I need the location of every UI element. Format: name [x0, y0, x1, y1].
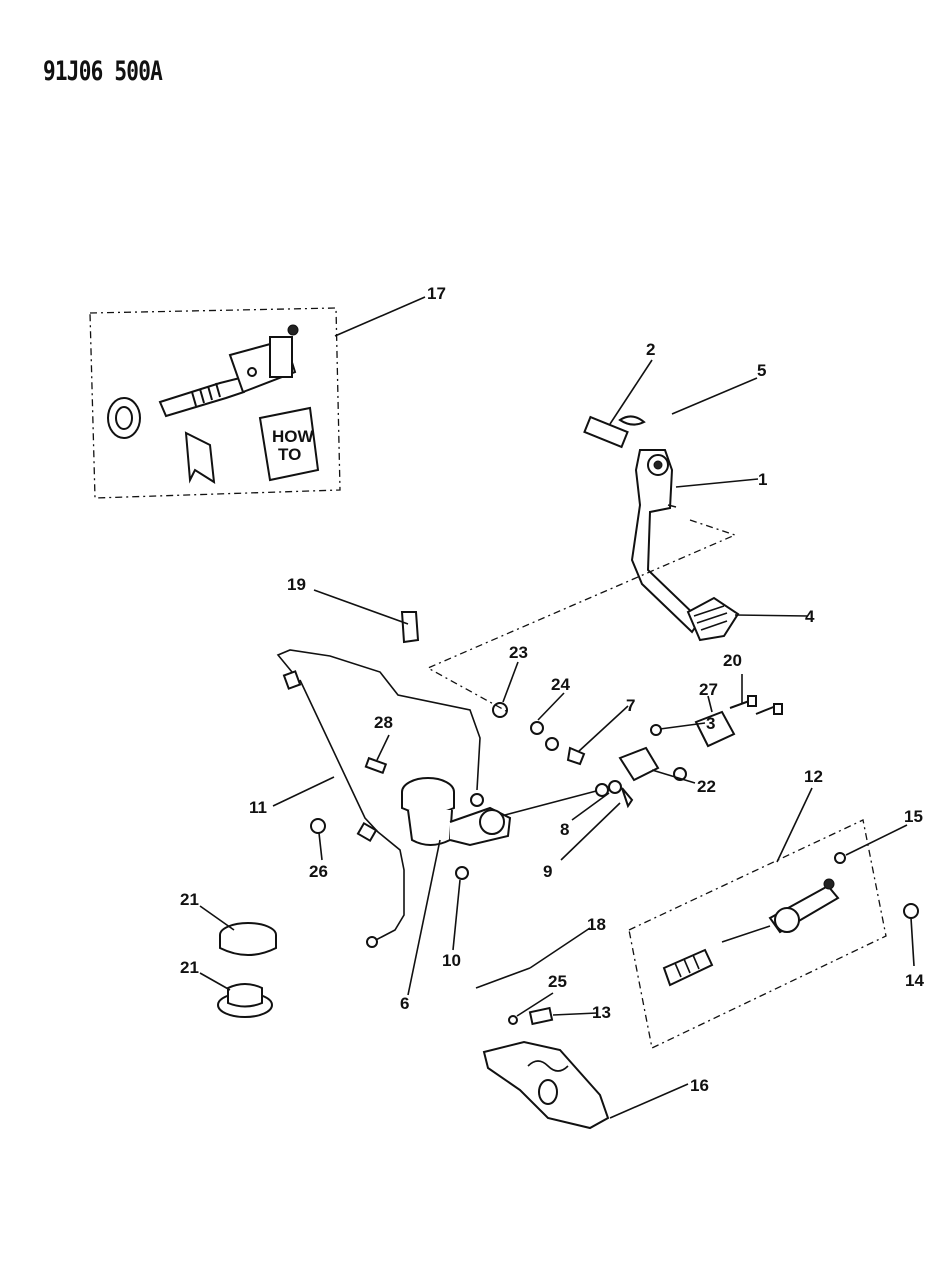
callout-24: 24: [551, 675, 570, 694]
callout-labels: 17 2 5 1 4 19 23 24 7 20 27 3 28 22 12 1…: [180, 284, 924, 1095]
reservoir-caps-21: [217, 922, 277, 1018]
callout-3: 3: [706, 714, 715, 733]
pedal-bracket-16: [482, 1040, 610, 1130]
kit-box-17: HOW TO: [89, 307, 341, 499]
master-cylinder-6: [401, 777, 609, 847]
callout-14: 14: [905, 971, 924, 990]
callout-21a: 21: [180, 890, 199, 909]
callout-25: 25: [548, 972, 567, 991]
callout-27: 27: [699, 680, 718, 699]
callout-17: 17: [427, 284, 446, 303]
callout-13: 13: [592, 1003, 611, 1022]
callout-6: 6: [400, 994, 409, 1013]
callout-19: 19: [287, 575, 306, 594]
callout-21b: 21: [180, 958, 199, 977]
callout-4: 4: [805, 607, 815, 626]
hydraulic-line-11: [276, 649, 484, 948]
callout-1: 1: [758, 470, 767, 489]
slave-cylinder-box-12: [628, 819, 887, 1049]
callout-10: 10: [442, 951, 461, 970]
diagram-code: 91J06 500A: [43, 56, 163, 87]
leader-lines: [199, 296, 915, 1119]
callout-16: 16: [690, 1076, 709, 1095]
assembly-line-pedal: [426, 519, 737, 713]
callout-28: 28: [374, 713, 393, 732]
callout-2: 2: [646, 340, 655, 359]
callout-26: 26: [309, 862, 328, 881]
clutch-pedal-assembly: [583, 415, 740, 642]
callout-22: 22: [697, 777, 716, 796]
booklet-text-to: TO: [278, 445, 301, 464]
callout-7: 7: [626, 696, 635, 715]
callout-9: 9: [543, 862, 552, 881]
callout-12: 12: [804, 767, 823, 786]
callout-11: 11: [249, 798, 267, 817]
callout-20: 20: [723, 651, 742, 670]
callout-18: 18: [587, 915, 606, 934]
callout-23: 23: [509, 643, 528, 662]
callout-8: 8: [560, 820, 569, 839]
callout-15: 15: [904, 807, 923, 826]
booklet-text-how: HOW: [272, 427, 315, 446]
callout-5: 5: [757, 361, 766, 380]
small-hardware: [310, 611, 919, 1026]
